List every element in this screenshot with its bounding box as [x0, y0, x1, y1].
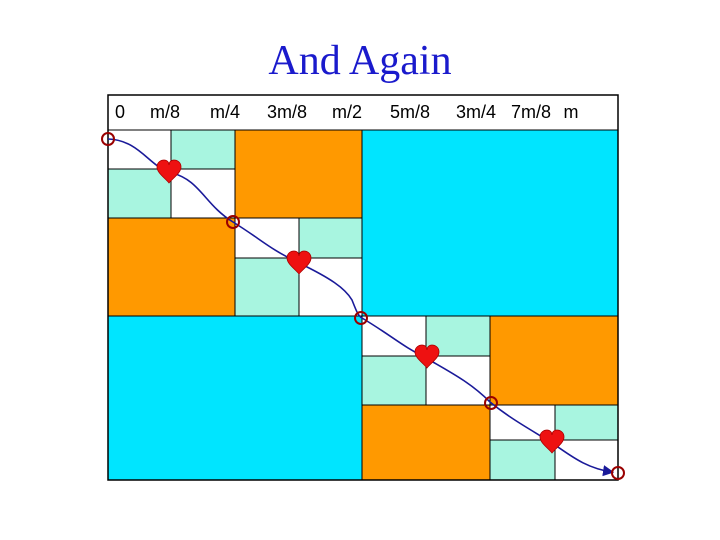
tick-0: 0 [115, 102, 125, 122]
grid-block [234, 217, 300, 259]
block-grid [107, 94, 619, 481]
circle-markers [101, 132, 625, 480]
grid-block [489, 315, 619, 406]
grid-block [234, 129, 363, 219]
grid-block [298, 257, 363, 317]
grid-block [107, 217, 236, 317]
circle-marker-icon [101, 132, 115, 146]
matrix-frame [107, 94, 619, 481]
heart-icon [539, 429, 565, 454]
tick-m-4: m/4 [210, 102, 240, 122]
grid-block [361, 355, 427, 406]
grid-block [554, 404, 619, 441]
grid-block [361, 404, 491, 481]
circle-marker-icon [226, 215, 240, 229]
heart-markers [156, 159, 565, 454]
tick-5m-8: 5m/8 [390, 102, 430, 122]
grid-block [107, 168, 172, 219]
circle-marker-icon [484, 396, 498, 410]
tick-m-2: m/2 [332, 102, 362, 122]
tick-3m-8: 3m/8 [267, 102, 307, 122]
grid-block [361, 129, 619, 317]
axis-tick-labels: 0 m/8 m/4 3m/8 m/2 5m/8 3m/4 7m/8 m [115, 102, 579, 122]
heart-icon [286, 250, 312, 275]
grid-block [298, 217, 363, 259]
page-title: And Again [268, 38, 451, 84]
tick-7m-8: 7m/8 [511, 102, 551, 122]
tick-3m-4: 3m/4 [456, 102, 496, 122]
grid-block [170, 129, 236, 170]
circle-marker-icon [611, 466, 625, 480]
traversal-path [107, 138, 615, 477]
grid-block [234, 257, 300, 317]
grid-block [554, 439, 619, 481]
grid-block [107, 315, 363, 481]
heart-icon [414, 344, 440, 369]
tick-m-8: m/8 [150, 102, 180, 122]
grid-block [489, 439, 556, 481]
heart-icon [156, 159, 182, 184]
circle-marker-icon [354, 311, 368, 325]
tick-m: m [564, 102, 579, 122]
